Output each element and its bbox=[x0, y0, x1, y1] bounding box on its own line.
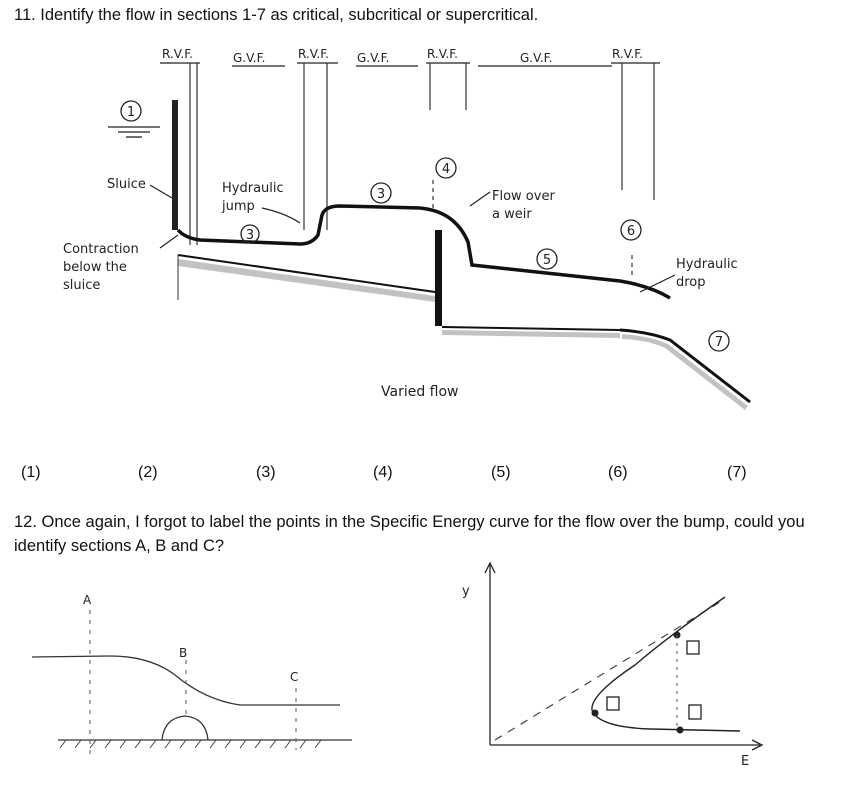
annotation-weir-line2: a weir bbox=[492, 207, 532, 222]
specific-energy-curve bbox=[591, 596, 741, 732]
circle-label-4 bbox=[435, 157, 457, 179]
y-axis-arrow bbox=[484, 561, 496, 574]
section-label-2: (2) bbox=[138, 464, 158, 481]
circle-label-6 bbox=[620, 219, 642, 241]
circle-number-4: 4 bbox=[442, 162, 450, 177]
section-label-4: (4) bbox=[373, 464, 393, 481]
circle-number-3a: 3 bbox=[246, 228, 254, 243]
annotation-contraction-line3: sluice bbox=[63, 278, 100, 293]
annotation-contraction-line1: Contraction bbox=[63, 242, 139, 257]
zone-label-gvf-1: G.V.F. bbox=[233, 51, 265, 65]
circle-label-7 bbox=[708, 330, 730, 352]
sluice-gate bbox=[172, 100, 178, 230]
water-level-marker bbox=[108, 126, 160, 138]
section-label-3: (3) bbox=[256, 464, 276, 481]
zone-label-rvf-4: R.V.F. bbox=[612, 47, 643, 61]
flow-profile-figure: R.V.F. G.V.F. R.V.F. G.V.F. R.V.F. G.V.F… bbox=[63, 47, 751, 410]
circle-number-1: 1 bbox=[127, 105, 135, 120]
annotation-drop-line1: Hydraulic bbox=[676, 257, 738, 272]
bump-channel-figure: A B C bbox=[31, 593, 352, 755]
annotation-contraction-line2: below the bbox=[63, 260, 127, 275]
zone-label-gvf-2: G.V.F. bbox=[357, 51, 389, 65]
annotation-leaders bbox=[149, 184, 676, 293]
section-markers bbox=[89, 610, 297, 755]
y-axis-label: y bbox=[462, 584, 470, 599]
circle-number-5: 5 bbox=[543, 253, 551, 268]
zone-label-rvf-1: R.V.F. bbox=[162, 47, 193, 61]
annotation-weir-line1: Flow over bbox=[492, 189, 555, 204]
section-c-label: C bbox=[290, 670, 298, 684]
answer-box-upper[interactable] bbox=[686, 640, 700, 655]
water-surface-over-bump bbox=[31, 655, 340, 706]
annotation-jump-line1: Hydraulic bbox=[222, 181, 284, 196]
specific-energy-figure: y E bbox=[462, 561, 764, 769]
circle-label-3b bbox=[370, 182, 392, 204]
annotation-sluice: Sluice bbox=[107, 177, 146, 192]
section-label-5: (5) bbox=[491, 464, 511, 481]
annotation-jump-line2: jump bbox=[221, 199, 255, 214]
curve-point-left bbox=[591, 709, 599, 717]
zone-label-rvf-3: R.V.F. bbox=[427, 47, 458, 61]
section-label-6: (6) bbox=[608, 464, 628, 481]
circle-label-3a bbox=[240, 224, 260, 244]
water-surface-profile bbox=[176, 204, 671, 300]
section-b-label: B bbox=[179, 646, 187, 660]
zone-label-gvf-3: G.V.F. bbox=[520, 51, 552, 65]
bump bbox=[161, 715, 209, 741]
section-label-7: (7) bbox=[727, 464, 747, 481]
circle-number-6: 6 bbox=[627, 224, 635, 239]
section-label-1: (1) bbox=[21, 464, 41, 481]
answer-box-middle[interactable] bbox=[606, 696, 620, 711]
section-a-label: A bbox=[83, 593, 92, 607]
answer-box-lower[interactable] bbox=[688, 704, 702, 720]
x-axis-arrow bbox=[751, 739, 764, 751]
x-axis-label: E bbox=[741, 754, 749, 769]
circle-number-7: 7 bbox=[715, 335, 723, 350]
bed-hatching bbox=[59, 739, 322, 749]
circle-number-3b: 3 bbox=[377, 187, 385, 202]
circle-label-5 bbox=[536, 248, 558, 270]
critical-depth-line bbox=[494, 601, 721, 741]
circle-label-1 bbox=[120, 100, 142, 122]
section-labels-row: (1) (2) (3) (4) (5) (6) (7) bbox=[0, 464, 848, 486]
annotation-drop-line2: drop bbox=[676, 275, 706, 290]
annotation-varied-flow: Varied flow bbox=[381, 384, 459, 400]
question-12-text: 12. Once again, I forgot to label the po… bbox=[14, 513, 805, 555]
zone-label-rvf-2: R.V.F. bbox=[298, 47, 329, 61]
question-11-text: 11. Identify the flow in sections 1-7 as… bbox=[14, 6, 539, 24]
channel-bed bbox=[177, 230, 751, 410]
curve-point-lower bbox=[676, 726, 684, 734]
zone-dividers bbox=[189, 63, 655, 275]
